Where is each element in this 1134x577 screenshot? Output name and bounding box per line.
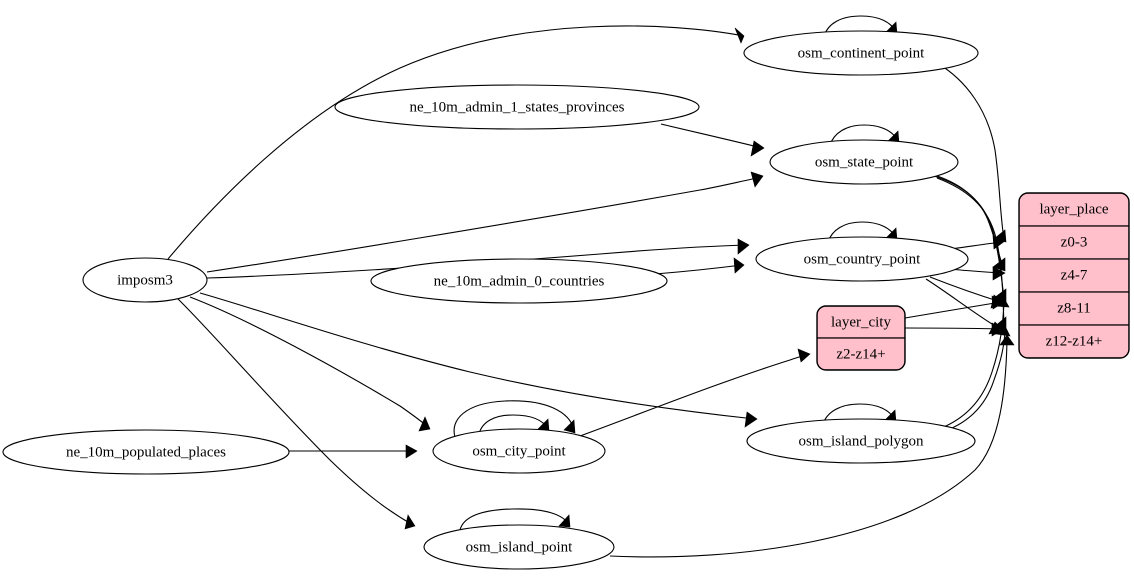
node-layer-place[interactable]: layer_place z0-3 z4-7 z8-11 z12-z14+ [1018, 192, 1130, 359]
node-ne-countries-label: ne_10m_admin_0_countries [434, 273, 605, 289]
layer-city-row-z2-z14[interactable] [817, 337, 905, 370]
node-osm-island-polygon-label: osm_island_polygon [798, 433, 924, 449]
layer-place-z12-z14-label: z12-z14+ [1046, 333, 1103, 349]
layer-place-z4-7-label: z4-7 [1061, 267, 1088, 283]
edge-layer_city-layer_place-z12-z14+ [904, 322, 1005, 337]
layer-place-z0-3-label: z0-3 [1061, 234, 1088, 250]
node-osm-country-point-label: osm_country_point [804, 251, 921, 267]
node-osm-country-point[interactable]: osm_country_point [755, 236, 969, 282]
layer-place-row-z0-3[interactable] [1019, 225, 1129, 260]
node-osm-island-polygon[interactable]: osm_island_polygon [746, 418, 976, 464]
edge-imposm3-osm_island_point [176, 297, 416, 530]
node-ne-populated-label: ne_10m_populated_places [66, 444, 226, 460]
node-ne-states-label: ne_10m_admin_1_states_provinces [410, 99, 625, 115]
node-osm-island-point-label: osm_island_point [466, 539, 574, 555]
node-osm-island-point[interactable]: osm_island_point [423, 524, 615, 570]
node-layer-city[interactable]: layer_city z2-z14+ [816, 305, 906, 371]
edge-imposm3-osm_country_point [206, 238, 750, 279]
edge-osm_country_point-layer_place-z4-7 [949, 266, 1006, 281]
edge-selfloop-osm_city_point-outer [453, 400, 576, 438]
node-osm-continent-point-label: osm_continent_point [798, 45, 925, 61]
edge-selfloop-osm_island_point [459, 508, 571, 531]
edge-imposm3-osm_city_point [189, 296, 431, 432]
edge-ne_states-osm_state_point [660, 123, 765, 157]
node-imposm3[interactable]: imposm3 [82, 257, 208, 303]
node-imposm3-label: imposm3 [117, 272, 173, 288]
edge-selfloop-osm_city_point-inner [478, 414, 550, 435]
node-osm-state-point[interactable]: osm_state_point [769, 139, 959, 185]
edge-imposm3-osm_continent_point [167, 25, 745, 260]
layer-city-header-label: layer_city [831, 314, 891, 330]
edge-selfloop-osm_state_point [829, 124, 900, 146]
edge-layer_city-layer_place-z8-11 [904, 295, 1005, 319]
layer-place-row-z4-7[interactable] [1019, 258, 1129, 293]
layer-place-row-z12-z14[interactable] [1019, 324, 1129, 358]
edge-layer [167, 15, 1015, 558]
layer-city-z2-z14-label: z2-z14+ [836, 346, 885, 362]
node-osm-city-point-label: osm_city_point [472, 443, 566, 459]
node-osm-state-point-label: osm_state_point [815, 154, 914, 170]
edge-osm_island_polygon-layer_place-z8-11 [935, 299, 1010, 431]
edge-imposm3-osm_state_point [206, 171, 764, 273]
edge-osm_country_point-layer_place-z0-3 [949, 235, 1006, 250]
edge-ne_populated-osm_city_point [289, 444, 418, 459]
layer-place-header-label: layer_place [1039, 201, 1108, 217]
node-osm-city-point[interactable]: osm_city_point [432, 428, 606, 474]
edge-osm_city_point-layer_city-z2-z14+ [579, 348, 811, 437]
node-ne-10m-populated-places[interactable]: ne_10m_populated_places [2, 429, 290, 475]
edge-imposm3-osm_island_polygon [199, 292, 758, 428]
node-layer: imposm3 ne_10m_admin_1_states_provinces … [2, 30, 979, 570]
layer-place-z8-11-label: z8-11 [1057, 300, 1091, 316]
node-osm-continent-point[interactable]: osm_continent_point [743, 30, 979, 76]
edge-selfloop-osm_continent_point [823, 15, 898, 37]
edge-osm_island_point-layer_place-z12-z14+ [609, 334, 1015, 558]
node-ne-10m-admin-1-states-provinces[interactable]: ne_10m_admin_1_states_provinces [334, 84, 700, 130]
edge-ne_countries-osm_country_point [654, 257, 745, 275]
node-ne-10m-admin-0-countries[interactable]: ne_10m_admin_0_countries [370, 258, 668, 304]
